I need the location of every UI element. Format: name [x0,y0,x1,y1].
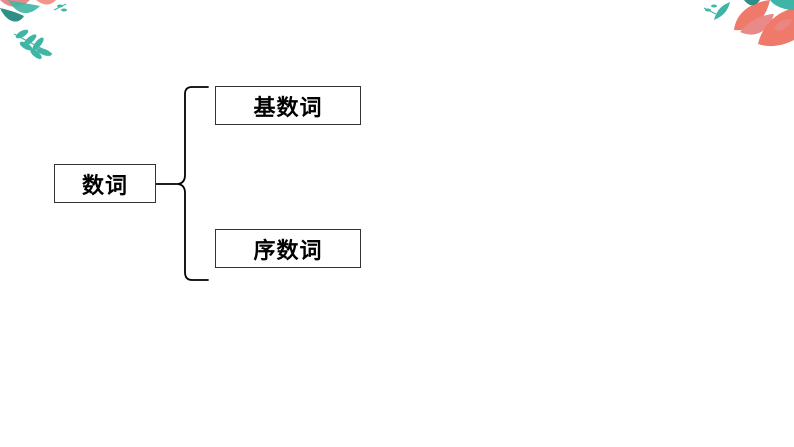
leaf-cluster-icon [703,0,794,47]
leaf-top-left-group [0,0,67,60]
brace-connector [155,86,209,281]
leaf-cluster-icon [0,0,67,60]
root-label: 数词 [81,173,128,199]
branch-node-ordinal: 序数词 [215,229,361,268]
leaf-top-right-group [703,0,794,47]
branch-label-ordinal: 序数词 [253,238,323,264]
branch-node-cardinal: 基数词 [215,86,361,125]
root-node: 数词 [54,164,156,203]
branch-label-cardinal: 基数词 [253,95,323,121]
